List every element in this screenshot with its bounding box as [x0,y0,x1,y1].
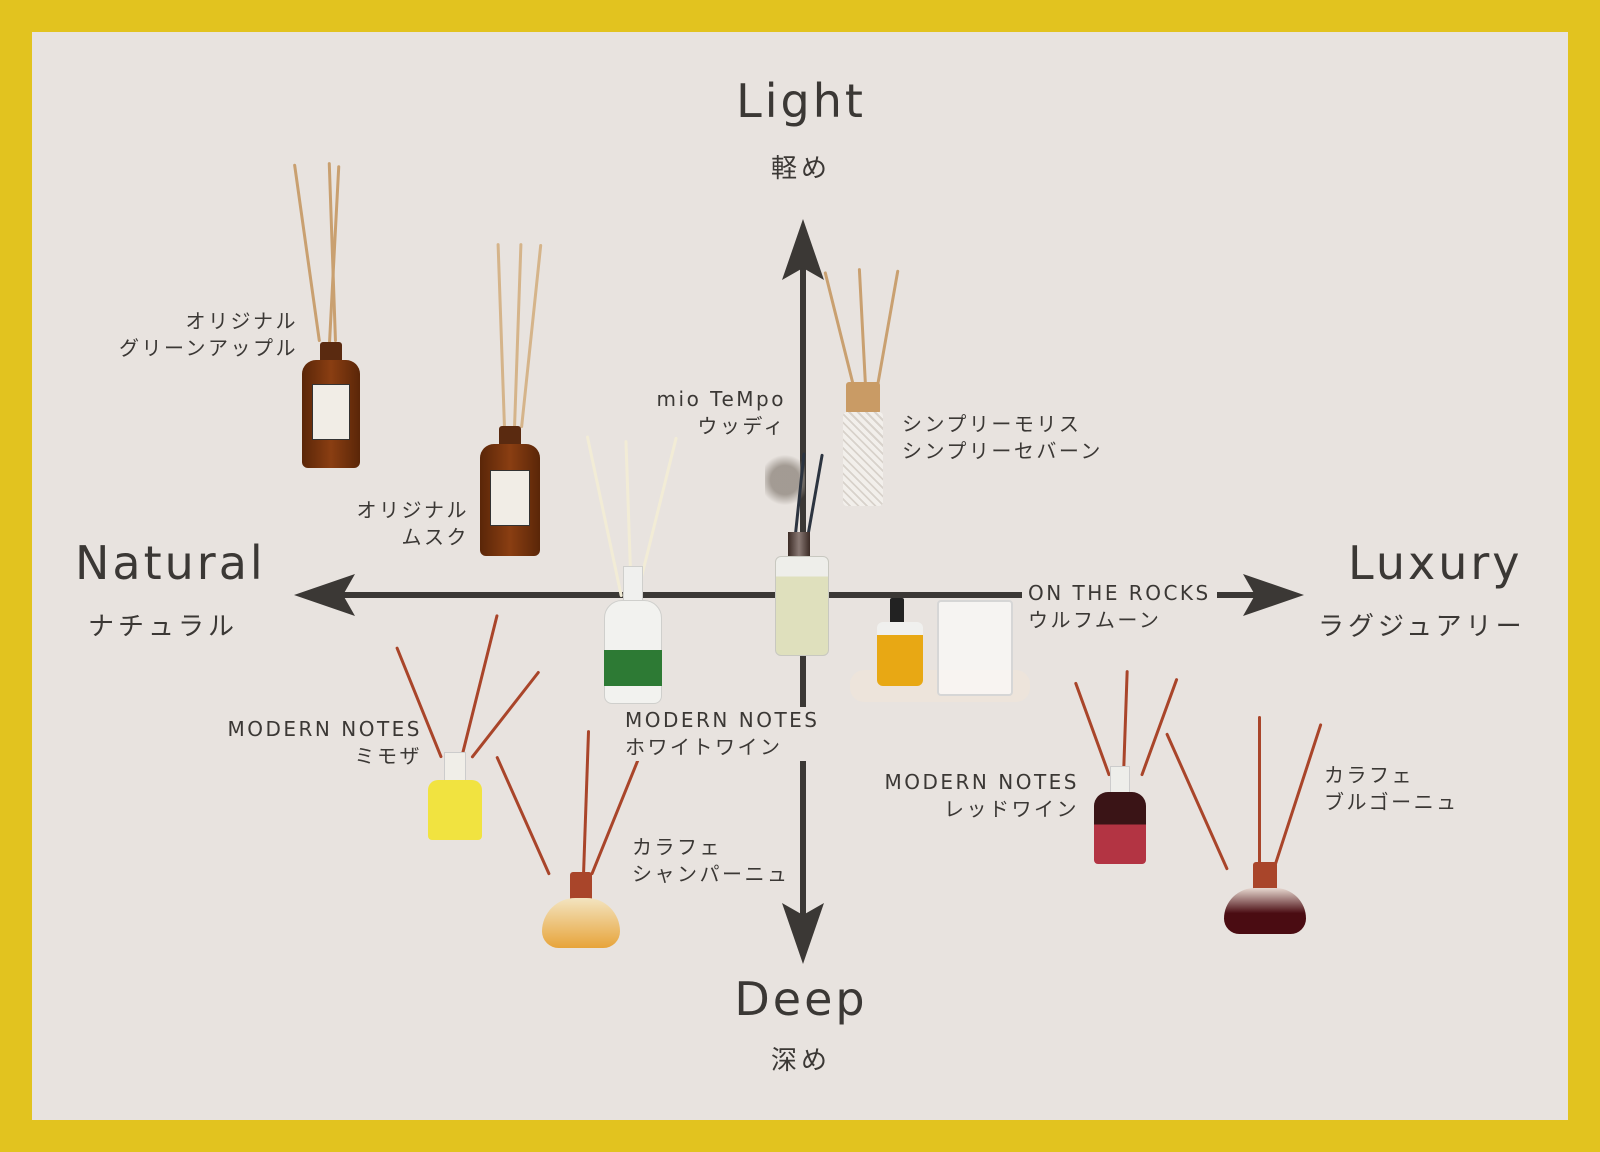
axis-right-subtitle: ラグジュアリー [1318,612,1526,642]
label-line: シンプリーセバーン [902,439,1103,463]
arrow-right-icon [1243,574,1304,616]
axis-bottom-subtitle: 深め [770,1046,832,1076]
label-bourgogne: カラフェ ブルゴーニュ [1324,762,1459,816]
label-champagne: カラフェ シャンパーニュ [632,834,790,888]
axis-left-subtitle: ナチュラル [88,612,239,642]
label-line: ブルゴーニュ [1324,790,1459,814]
axis-left-title: Natural [75,536,266,590]
label-line: レッドワイン [944,797,1079,821]
label-line: グリーンアップル [119,336,298,360]
label-red-wine: MODERN NOTES レッドワイン [884,769,1079,823]
axis-right-title: Luxury [1348,536,1523,590]
label-line: カラフェ [1324,763,1414,787]
label-line: ムスク [401,525,469,549]
label-line: ホワイトワイン [625,735,783,759]
label-line: ウッディ [697,414,786,438]
label-line: オリジナル [185,309,298,333]
arrow-left-icon [294,574,355,616]
label-line: MODERN NOTES [227,717,422,741]
label-line: シンプリーモリス [902,412,1082,436]
axis-bottom-title: Deep [734,972,868,1026]
label-white-wine: MODERN NOTES ホワイトワイン [625,707,824,761]
label-line: ON THE ROCKS [1028,581,1211,605]
label-line: シャンパーニュ [632,862,790,886]
label-line: MODERN NOTES [625,708,820,732]
axis-top-subtitle: 軽め [770,154,832,184]
label-line: mio TeMpo [656,387,786,411]
label-simply: シンプリーモリス シンプリーセバーン [902,411,1103,465]
arrow-down-icon [782,903,824,964]
label-musk: オリジナル ムスク [357,497,470,551]
axis-top-title: Light [736,74,866,128]
arrow-up-icon [782,219,824,280]
label-woody: mio TeMpo ウッディ [657,386,786,440]
label-line: オリジナル [356,498,469,522]
label-mimosa: MODERN NOTES ミモザ [227,716,422,770]
label-line: カラフェ [632,835,722,859]
label-line: MODERN NOTES [884,770,1079,794]
label-green-apple: オリジナル グリーンアップル [119,308,298,362]
label-line: ミモザ [354,744,422,768]
label-line: ウルフムーン [1028,608,1162,632]
label-wolf-moon: ON THE ROCKS ウルフムーン [1022,580,1217,634]
